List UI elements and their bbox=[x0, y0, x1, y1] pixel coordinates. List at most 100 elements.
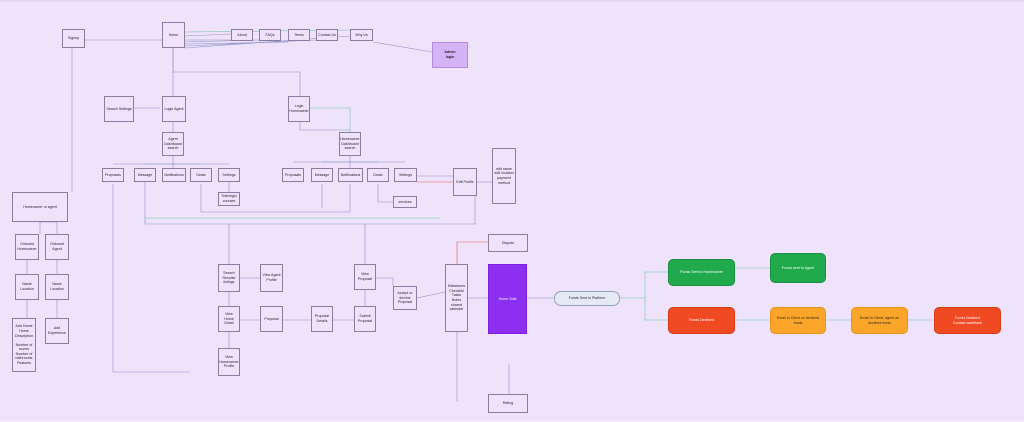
view-proposal-node[interactable]: View Proposal bbox=[354, 264, 376, 290]
connector bbox=[644, 298, 668, 321]
onboard-agent-node[interactable]: Onboard Agent bbox=[45, 234, 69, 260]
node-label: About bbox=[237, 32, 247, 37]
view-home-detail-node[interactable]: View Home Detail bbox=[218, 306, 240, 332]
connector bbox=[113, 156, 174, 165]
node-label: Homeowner or agent bbox=[23, 204, 57, 209]
view-homeowner-profile-node[interactable]: View Homeowner Profile bbox=[218, 348, 240, 376]
node-label: Rating bbox=[502, 401, 514, 406]
onboard-homeowner-node[interactable]: Onboard Homeowner bbox=[15, 234, 39, 260]
node-label: Message bbox=[137, 172, 153, 177]
node-label: View Home Detail bbox=[224, 312, 234, 326]
node-label: Home Sold bbox=[498, 296, 517, 301]
node-label: Contact Us bbox=[318, 32, 336, 37]
node-label: Login Homeowner bbox=[289, 104, 309, 113]
funds-sent-agent-node[interactable]: Funds sent to Agent bbox=[770, 253, 826, 283]
rating-node[interactable]: Rating bbox=[488, 394, 528, 413]
declined-email-client-node[interactable]: Email to Client on declined funds bbox=[770, 307, 826, 334]
funds-sent-platform-node[interactable]: Funds Sent to Platform bbox=[554, 291, 620, 306]
node-label: Submit Proposal bbox=[357, 314, 373, 323]
connector bbox=[310, 107, 351, 132]
dispute-node[interactable]: Dispute bbox=[488, 234, 528, 252]
agent-message-node[interactable]: Message bbox=[134, 168, 156, 182]
node-label: Proposals bbox=[105, 172, 121, 177]
homeowner-settings-node[interactable]: Settings bbox=[394, 168, 417, 182]
homeowner-notifications-node[interactable]: Notifications bbox=[338, 168, 363, 182]
funds-declined-node[interactable]: Funds Declined bbox=[668, 307, 735, 334]
agent-dashboard-node[interactable]: Agent Dashboard search bbox=[162, 132, 184, 156]
add-experience-node[interactable]: Add Experience bbox=[45, 318, 69, 344]
agent-settings-node[interactable]: Settings bbox=[218, 168, 240, 182]
node-label: Email to Client, agent on declined funds bbox=[859, 315, 900, 325]
homeowner-deals-node[interactable]: Deals bbox=[367, 168, 389, 182]
edit-profile-node[interactable]: Edit Profile bbox=[453, 168, 477, 196]
search-results-node[interactable]: Search Results/ listings bbox=[218, 264, 240, 292]
submit-proposal-node[interactable]: Submit Proposal bbox=[354, 306, 376, 332]
view-agent-profile-node[interactable]: View Agent Profile bbox=[260, 264, 283, 292]
node-label: Search Results/ listings bbox=[222, 271, 236, 285]
home-sold-node[interactable]: Home Sold bbox=[488, 264, 527, 334]
node-label: Deals bbox=[373, 172, 383, 177]
contact-us-node[interactable]: Contact Us bbox=[316, 29, 338, 41]
connector bbox=[456, 241, 488, 264]
faqs-node[interactable]: FAQs bbox=[259, 29, 281, 41]
node-label: FAQs bbox=[265, 32, 275, 37]
node-label: Funds Sent to Homeowner bbox=[680, 270, 723, 275]
agent-name-location-node[interactable]: Name Location bbox=[45, 274, 69, 300]
homeowner-dashboard-node[interactable]: Homeowner Dashboard search bbox=[339, 132, 361, 156]
node-label: Funds Declined Contact card/bank bbox=[952, 315, 983, 325]
node-label: Funds sent to Agent bbox=[782, 265, 814, 270]
proposal-node[interactable]: Proposal bbox=[260, 306, 283, 332]
home-node[interactable]: Home bbox=[162, 22, 185, 48]
connector bbox=[200, 184, 351, 213]
accept-decline-node[interactable]: Accept or decline Proposal bbox=[393, 286, 417, 310]
node-label: Accept or decline Proposal bbox=[397, 291, 413, 305]
declined-email-agent-node[interactable]: Email to Client, agent on declined funds bbox=[851, 307, 908, 334]
node-label: View Agent Profile bbox=[262, 273, 281, 282]
services-node[interactable]: services bbox=[393, 196, 417, 208]
node-label: Proposal bbox=[264, 316, 279, 321]
connector bbox=[293, 156, 351, 163]
login-homeowner-node[interactable]: Login Homeowner bbox=[288, 96, 310, 122]
homeowner-message-node[interactable]: Message bbox=[311, 168, 333, 182]
agent-notifications-node[interactable]: Notifications bbox=[162, 168, 186, 182]
connector bbox=[112, 184, 190, 373]
trainings-node[interactable]: Trainings/ courses bbox=[218, 192, 240, 206]
agent-proposals-node[interactable]: Proposals bbox=[102, 168, 124, 182]
proposal-details-node[interactable]: Proposal Details bbox=[311, 306, 333, 332]
funds-declined-contact-node[interactable]: Funds Declined Contact card/bank bbox=[934, 307, 1001, 334]
homeowner-or-agent-node[interactable]: Homeowner or agent bbox=[12, 192, 68, 222]
node-label: Proposals bbox=[285, 172, 301, 177]
node-label: Milestones Checklist Tasks Notes shared … bbox=[447, 284, 466, 312]
node-label: Message bbox=[314, 172, 330, 177]
signup-node[interactable]: Signup bbox=[62, 29, 85, 48]
funds-sent-homeowner-node[interactable]: Funds Sent to Homeowner bbox=[668, 259, 735, 286]
admin-login-node[interactable]: Admin login bbox=[432, 42, 468, 68]
milestones-node[interactable]: Milestones Checklist Tasks Notes shared … bbox=[445, 264, 468, 332]
why-us-node[interactable]: Why Us bbox=[350, 29, 373, 41]
connector bbox=[620, 271, 668, 299]
node-label: services bbox=[398, 199, 412, 204]
search-settings-node[interactable]: Search Settings bbox=[104, 96, 134, 122]
node-label: Home bbox=[168, 32, 179, 37]
node-label: Dispute bbox=[501, 240, 515, 245]
about-node[interactable]: About bbox=[231, 29, 253, 41]
node-label: Signup bbox=[67, 36, 80, 41]
login-agent-node[interactable]: Login Agent bbox=[162, 96, 186, 122]
node-label: Trainings/ courses bbox=[221, 194, 237, 203]
homeowner-name-location-node[interactable]: Name Location bbox=[15, 274, 39, 300]
connector bbox=[377, 184, 393, 203]
agent-deals-node[interactable]: Deals bbox=[190, 168, 212, 182]
node-label: Funds Declined bbox=[689, 318, 714, 323]
add-home-node[interactable]: Add Home Home Description Number of room… bbox=[12, 318, 36, 372]
homeowner-proposals-node[interactable]: Proposals bbox=[282, 168, 304, 182]
terms-node[interactable]: Terms bbox=[288, 29, 310, 41]
node-label: Why Us bbox=[355, 32, 368, 37]
node-label: edit name edit location payment method bbox=[494, 166, 514, 185]
connector bbox=[376, 277, 394, 286]
node-label: View Proposal bbox=[357, 272, 373, 281]
node-label: Funds Sent to Platform bbox=[568, 296, 606, 301]
edit-name-node[interactable]: edit name edit location payment method bbox=[492, 148, 516, 204]
node-label: Proposal Details bbox=[314, 314, 330, 323]
node-label: Deals bbox=[196, 172, 206, 177]
node-label: Login Agent bbox=[164, 106, 184, 111]
